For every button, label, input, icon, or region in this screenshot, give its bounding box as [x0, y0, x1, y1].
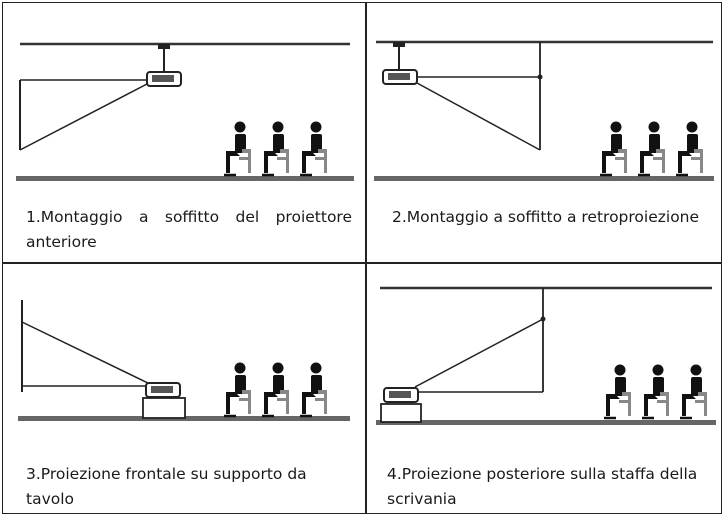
seated-person-icon: [642, 364, 669, 420]
projection-beam-top: [21, 321, 153, 386]
projector-icon: [383, 387, 419, 403]
seated-person-icon: [224, 362, 251, 418]
panel-caption: 2.Montaggio a soffitto a retroproiezione: [392, 208, 700, 226]
projection-beam-bottom: [19, 83, 148, 151]
seated-person-icon: [262, 121, 289, 177]
seated-person-icon: [676, 121, 703, 177]
audience-icon: [604, 364, 707, 420]
grid-horizontal-divider: [2, 262, 722, 264]
seated-person-icon: [604, 364, 631, 420]
seated-person-icon: [300, 362, 327, 418]
projector-icon: [145, 382, 181, 398]
seated-person-icon: [680, 364, 707, 420]
seated-person-icon: [262, 362, 289, 418]
audience-icon: [600, 121, 703, 177]
ceiling-rear-illustration: [374, 40, 714, 181]
projection-beam-top: [414, 318, 544, 388]
audience-icon: [224, 362, 327, 418]
projector-icon: [146, 71, 182, 87]
panel-caption: 1.Montaggio a soffitto del proiettore an…: [26, 208, 352, 251]
ceiling-front-illustration: [16, 42, 354, 181]
seated-person-icon: [224, 121, 251, 177]
floor-line: [16, 176, 354, 181]
seated-person-icon: [300, 121, 327, 177]
floor-line: [376, 420, 716, 425]
audience-icon: [224, 121, 327, 177]
grid-vertical-divider: [365, 2, 367, 514]
projection-beam-bottom: [416, 82, 541, 151]
seated-person-icon: [638, 121, 665, 177]
floor-line: [374, 176, 714, 181]
table-front-illustration: [18, 300, 350, 421]
panel-caption: 3.Proiezione frontale su supporto da tav…: [26, 465, 307, 508]
table-stand: [380, 403, 422, 423]
seated-person-icon: [600, 121, 627, 177]
panel-caption: 4.Proiezione posteriore sulla staffa del…: [387, 465, 698, 508]
